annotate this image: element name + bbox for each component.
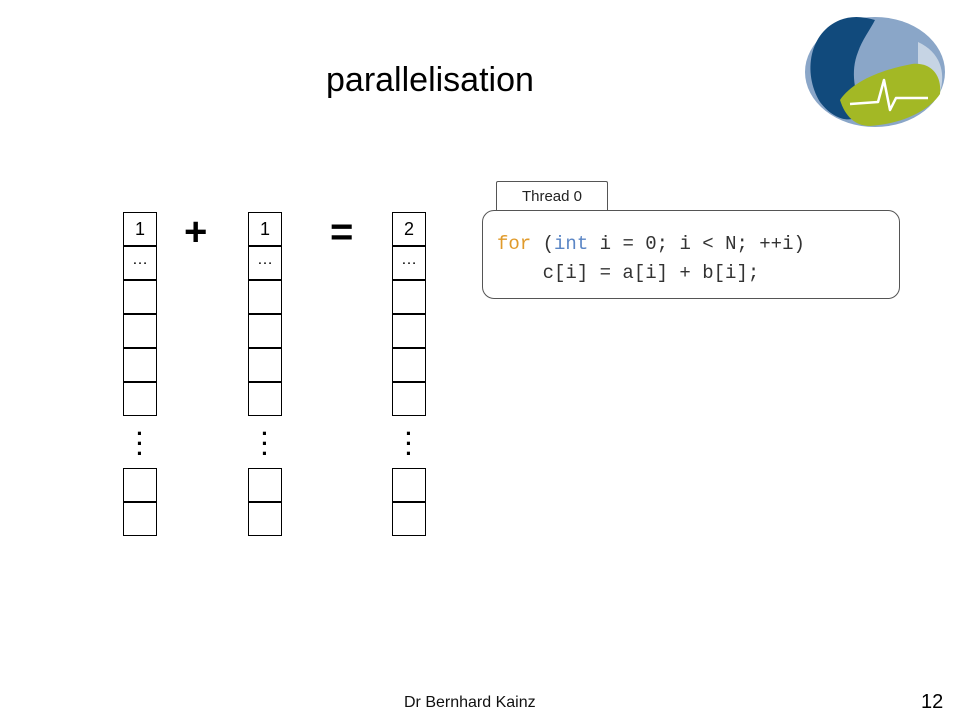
array-b-cell: [248, 382, 282, 416]
array-c-cell: [392, 348, 426, 382]
array-a-cell-0: 1: [123, 212, 157, 246]
array-b-cell: [248, 348, 282, 382]
array-c-cell: [392, 468, 426, 502]
vertical-ellipsis: ···: [405, 421, 413, 466]
array-c-cell: [392, 314, 426, 348]
array-b-cell: [248, 314, 282, 348]
array-a-cell-ellipsis: …: [123, 246, 157, 280]
code-line-2: c[i] = a[i] + b[i];: [497, 262, 760, 284]
code-text: (: [531, 233, 555, 255]
footer-author: Dr Bernhard Kainz: [404, 694, 536, 711]
page-number: 12: [921, 691, 944, 713]
array-a-cell: [123, 314, 157, 348]
array-b-cell: [248, 468, 282, 502]
code-line-1: for (int i = 0; i < N; ++i): [497, 233, 805, 255]
array-c-cell-0: 2: [392, 212, 426, 246]
vertical-ellipsis: ···: [136, 421, 144, 466]
plus-operator: +: [184, 210, 208, 254]
array-c-cell: [392, 502, 426, 536]
array-c-cell: [392, 382, 426, 416]
array-c-cell: [392, 280, 426, 314]
array-a-cell: [123, 348, 157, 382]
equals-operator: =: [330, 210, 354, 254]
array-b-cell-0: 1: [248, 212, 282, 246]
institution-logo: [805, 17, 945, 127]
array-b-cell: [248, 280, 282, 314]
code-text: i = 0; i < N; ++i): [588, 233, 805, 255]
array-a-cell: [123, 382, 157, 416]
slide-title: parallelisation: [326, 61, 534, 99]
array-a-cell: [123, 280, 157, 314]
array-b-cell: [248, 502, 282, 536]
array-c-cell-ellipsis: …: [392, 246, 426, 280]
vertical-ellipsis: ···: [261, 421, 269, 466]
keyword-int: int: [554, 233, 589, 255]
keyword-for: for: [497, 233, 532, 255]
thread-tab: Thread 0: [496, 181, 608, 212]
code-block: for (int i = 0; i < N; ++i) c[i] = a[i] …: [497, 230, 805, 288]
array-a-cell: [123, 468, 157, 502]
array-b-cell-ellipsis: …: [248, 246, 282, 280]
code-panel: for (int i = 0; i < N; ++i) c[i] = a[i] …: [482, 210, 900, 299]
array-a-cell: [123, 502, 157, 536]
